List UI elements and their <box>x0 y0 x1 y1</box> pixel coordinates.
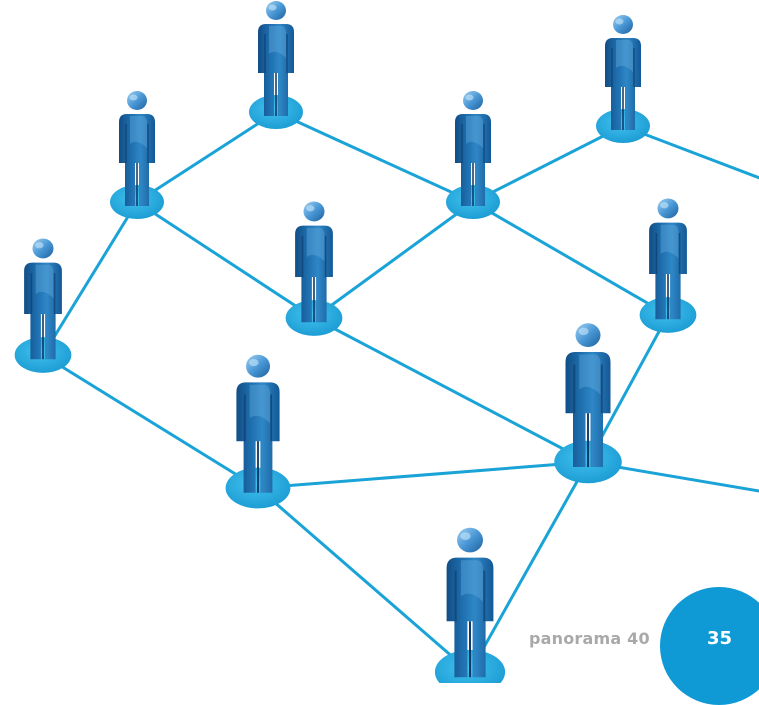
network-node <box>596 14 650 143</box>
network-link <box>471 124 625 204</box>
network-link <box>41 200 139 357</box>
network-illustration <box>14 0 759 683</box>
network-node <box>434 526 506 683</box>
network-link <box>135 200 316 320</box>
network-link <box>468 460 590 674</box>
network-link <box>312 200 475 320</box>
network-link <box>135 110 278 204</box>
network-node <box>639 197 697 333</box>
network-node <box>554 322 622 484</box>
network-link <box>312 316 590 464</box>
network-link <box>256 460 590 490</box>
network-lines <box>41 110 759 674</box>
network-link <box>471 200 670 317</box>
network-node <box>225 353 291 509</box>
network-nodes <box>14 0 697 683</box>
publication-label: panorama 40 <box>529 629 650 648</box>
network-node <box>249 0 303 129</box>
network-node <box>446 90 500 219</box>
network-node <box>14 237 72 373</box>
network-link <box>256 486 472 674</box>
network-link <box>274 110 475 204</box>
network-link <box>41 353 260 490</box>
page-number: 35 <box>707 628 733 649</box>
network-link <box>621 124 759 180</box>
network-node <box>110 90 164 219</box>
network-node <box>285 200 343 336</box>
